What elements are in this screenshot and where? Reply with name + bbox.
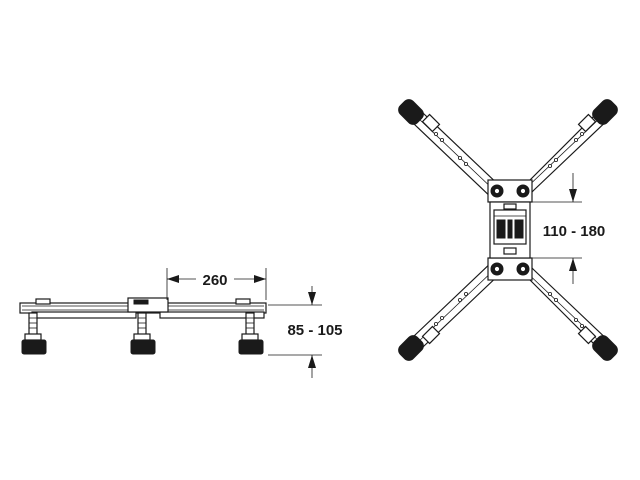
foot-threaded-rod — [28, 312, 38, 336]
center-joint-bottom — [487, 257, 533, 281]
dimension-width: 260 — [166, 268, 267, 300]
foot-threaded-rod — [137, 312, 147, 336]
foot-pad — [130, 339, 156, 355]
foot-threaded-rod — [245, 312, 255, 336]
dimension-width-label: 260 — [202, 272, 227, 289]
side-view-rail — [19, 297, 267, 319]
arm-holes — [433, 131, 585, 328]
arrow-up — [569, 258, 577, 271]
center-bracket-clip — [133, 299, 149, 305]
dimension-side-height-label: 85 - 105 — [287, 322, 342, 339]
end-clip-left — [35, 298, 51, 305]
side-view-foot-right — [238, 312, 264, 355]
arrow-right — [254, 275, 266, 283]
dimension-side-height: 85 - 105 — [268, 286, 343, 378]
foot-nut — [24, 333, 42, 341]
arrow-up — [308, 355, 316, 368]
foot-nut — [241, 333, 259, 341]
arrow-down — [308, 292, 316, 305]
center-joint-top — [487, 179, 533, 203]
top-view: 110 - 180 — [398, 99, 618, 361]
top-view-foot-top-right — [577, 99, 618, 133]
rail-lower-left — [31, 311, 137, 319]
top-view-foot-top-left — [398, 99, 441, 133]
side-view-foot-center — [130, 312, 156, 355]
center-plate — [489, 201, 531, 259]
top-view-foot-bottom-left — [398, 325, 441, 361]
side-view: 260 85 - 105 — [19, 268, 343, 378]
arrow-left — [167, 275, 179, 283]
rail-lower-right — [159, 311, 265, 319]
side-view-foot-left — [21, 312, 47, 355]
arrow-down — [569, 189, 577, 202]
foot-pad — [238, 339, 264, 355]
dimension-top-height-label: 110 - 180 — [543, 223, 606, 240]
end-clip-right — [235, 298, 251, 305]
foot-nut — [133, 333, 151, 341]
foot-pad — [21, 339, 47, 355]
dimension-top-height: 110 - 180 — [530, 173, 605, 284]
top-view-foot-bottom-right — [577, 325, 618, 361]
